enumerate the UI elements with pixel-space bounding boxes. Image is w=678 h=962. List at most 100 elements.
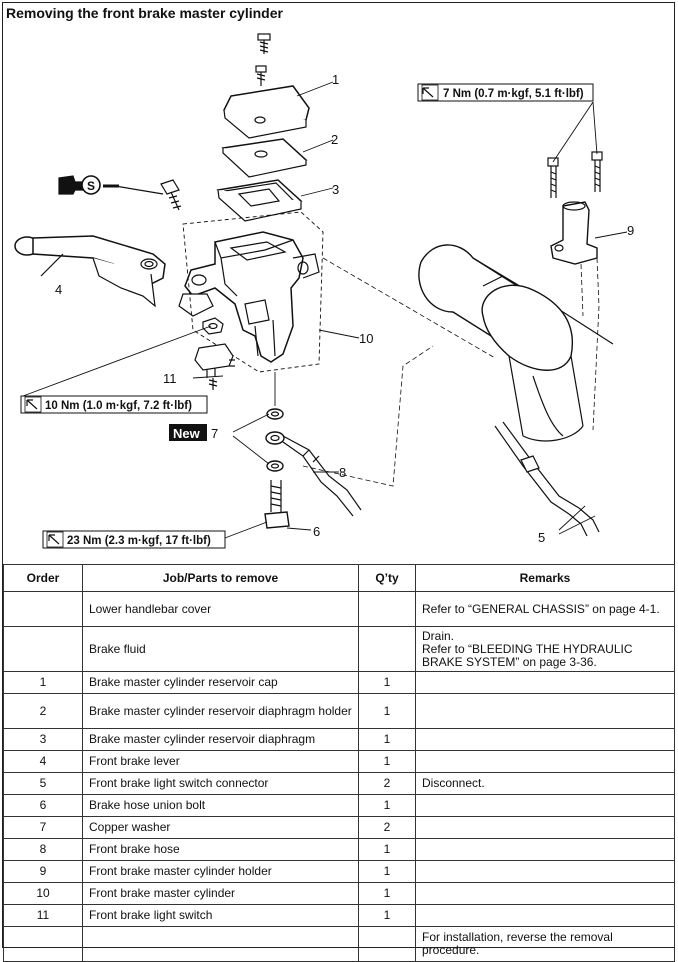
handlebar xyxy=(418,244,614,442)
cell-order: 3 xyxy=(3,728,83,751)
lever-pivot-bolt xyxy=(114,179,182,211)
cell-qty: 1 xyxy=(358,904,416,927)
header-job: Job/Parts to remove xyxy=(82,564,359,592)
table-row: 8 Front brake hose 1 xyxy=(3,838,675,861)
cell-qty xyxy=(358,626,416,672)
table-row: 4 Front brake lever 1 xyxy=(3,750,675,773)
cell-remarks: Refer to “GENERAL CHASSIS” on page 4-1. xyxy=(415,591,675,627)
cell-job: Front brake master cylinder holder xyxy=(82,860,359,883)
copper-washer-lower xyxy=(266,460,284,472)
table-row: 11 Front brake light switch 1 xyxy=(3,904,675,927)
exploded-diagram: 7 Nm (0.7 m·kgf, 5.1 ft·lbf) 10 Nm (1.0 … xyxy=(3,26,674,564)
callout-4: 4 xyxy=(55,282,62,297)
cell-order: 10 xyxy=(3,882,83,905)
master-cylinder-body xyxy=(178,231,320,363)
torque-label-holder: 7 Nm (0.7 m·kgf, 5.1 ft·lbf) xyxy=(417,83,594,102)
callout-6: 6 xyxy=(313,524,320,539)
cell-remarks xyxy=(415,671,675,694)
table-row: For installation, reverse the removal pr… xyxy=(3,926,675,962)
diaphragm-holder xyxy=(221,138,308,178)
cell-remarks xyxy=(415,838,675,861)
torque-holder-text: 7 Nm (0.7 m·kgf, 5.1 ft·lbf) xyxy=(443,88,584,100)
lever-nut xyxy=(202,317,224,335)
cell-job: Front brake light switch connector xyxy=(82,772,359,795)
callout-5: 5 xyxy=(538,530,545,545)
table-row: 7 Copper washer 2 xyxy=(3,816,675,839)
torque-union-text: 23 Nm (2.3 m·kgf, 17 ft·lbf) xyxy=(67,535,211,547)
callout-7: 7 xyxy=(211,426,218,441)
reservoir-screw xyxy=(255,65,267,86)
cell-qty: 1 xyxy=(358,794,416,817)
new-badge: New xyxy=(169,424,207,441)
callout-9: 9 xyxy=(627,223,634,238)
cell-remarks: Disconnect. xyxy=(415,772,675,795)
cell-remarks xyxy=(415,728,675,751)
front-brake-lever xyxy=(14,235,166,308)
cell-order xyxy=(3,926,83,962)
cell-job: Brake hose union bolt xyxy=(82,794,359,817)
cell-remarks: Drain. Refer to “BLEEDING THE HYDRAULIC … xyxy=(415,626,675,672)
grease-s-badge: S xyxy=(81,175,101,195)
header-remarks: Remarks xyxy=(415,564,675,592)
cell-remarks xyxy=(415,860,675,883)
diaphragm xyxy=(216,179,303,222)
cell-qty: 2 xyxy=(358,816,416,839)
table-row: 9 Front brake master cylinder holder 1 xyxy=(3,860,675,883)
master-cylinder-holder xyxy=(550,201,598,265)
cell-order: 7 xyxy=(3,816,83,839)
guide-lines xyxy=(302,257,600,487)
table-row: Brake fluid Drain. Refer to “BLEEDING TH… xyxy=(3,626,675,672)
cell-qty: 1 xyxy=(358,671,416,694)
cell-order: 8 xyxy=(3,838,83,861)
table-row: 6 Brake hose union bolt 1 xyxy=(3,794,675,817)
brake-hose-fitting xyxy=(265,431,362,517)
cell-qty: 1 xyxy=(358,728,416,751)
cell-job: Front brake master cylinder xyxy=(82,882,359,905)
cell-remarks xyxy=(415,816,675,839)
new-badge-text: New xyxy=(173,426,201,441)
header-order: Order xyxy=(3,564,83,592)
cell-remarks xyxy=(415,750,675,773)
cell-order xyxy=(3,626,83,672)
cell-remarks xyxy=(415,794,675,817)
table-header-row: Order Job/Parts to remove Q’ty Remarks xyxy=(3,564,675,592)
table-row: 1 Brake master cylinder reservoir cap 1 xyxy=(3,671,675,694)
cell-job: Front brake lever xyxy=(82,750,359,773)
cell-qty: 2 xyxy=(358,772,416,795)
cell-order: 4 xyxy=(3,750,83,773)
cell-remarks: For installation, reverse the removal pr… xyxy=(415,926,675,962)
table-row: 3 Brake master cylinder reservoir diaphr… xyxy=(3,728,675,751)
torque-label-union: 23 Nm (2.3 m·kgf, 17 ft·lbf) xyxy=(42,530,226,549)
callout-8: 8 xyxy=(339,465,346,480)
callout-2: 2 xyxy=(331,132,338,147)
cell-qty xyxy=(358,926,416,962)
cell-order: 11 xyxy=(3,904,83,927)
cell-qty: 1 xyxy=(358,693,416,729)
cell-job: Brake master cylinder reservoir diaphrag… xyxy=(82,728,359,751)
callout-11: 11 xyxy=(163,371,177,386)
cell-job: Front brake hose xyxy=(82,838,359,861)
cell-qty: 1 xyxy=(358,882,416,905)
reservoir-screw-top xyxy=(257,33,271,54)
callout-3: 3 xyxy=(332,182,339,197)
switch-connector-wires xyxy=(494,421,600,537)
callout-10: 10 xyxy=(359,331,373,346)
holder-bolts xyxy=(547,151,603,198)
cell-order: 5 xyxy=(3,772,83,795)
cell-job: Front brake light switch xyxy=(82,904,359,927)
cell-order xyxy=(3,591,83,627)
cell-job: Brake master cylinder reservoir cap xyxy=(82,671,359,694)
cell-job: Brake fluid xyxy=(82,626,359,672)
cell-qty xyxy=(358,591,416,627)
cell-qty: 1 xyxy=(358,860,416,883)
diagram-canvas: 7 Nm (0.7 m·kgf, 5.1 ft·lbf) 10 Nm (1.0 … xyxy=(14,33,634,549)
table-row: 2 Brake master cylinder reservoir diaphr… xyxy=(3,693,675,729)
cell-job: Copper washer xyxy=(82,816,359,839)
table-row: 10 Front brake master cylinder 1 xyxy=(3,882,675,905)
leader-lines xyxy=(22,81,628,539)
cell-qty: 1 xyxy=(358,750,416,773)
cell-order: 9 xyxy=(3,860,83,883)
cell-order: 2 xyxy=(3,693,83,729)
torque-lever-text: 10 Nm (1.0 m·kgf, 7.2 ft·lbf) xyxy=(45,400,192,412)
cell-remarks xyxy=(415,904,675,927)
